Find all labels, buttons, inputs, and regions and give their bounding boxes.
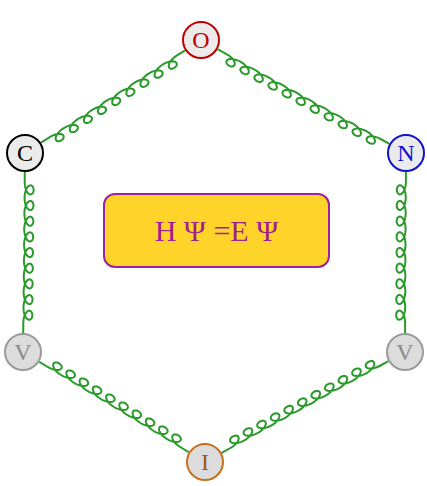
spring-connector	[396, 172, 406, 333]
atom-label: I	[201, 450, 209, 474]
spring-connector	[23, 172, 33, 333]
atom-label: N	[397, 141, 414, 165]
atom-label: V	[14, 340, 31, 364]
atom-circle: V	[4, 333, 42, 371]
spring-connector	[222, 361, 389, 453]
spring-connector	[41, 50, 185, 142]
atom-circle: N	[387, 134, 425, 172]
spring-connector	[218, 49, 390, 144]
atom-circle: V	[386, 333, 424, 371]
spring-connector	[39, 362, 188, 452]
atom-circle: C	[6, 134, 44, 172]
atom-label: C	[17, 141, 33, 165]
atom-label: O	[192, 28, 209, 52]
atom-circle: I	[186, 443, 224, 481]
atom-label: V	[396, 340, 413, 364]
equation-box: H Ψ =E Ψ	[103, 193, 330, 268]
atom-circle: O	[182, 21, 220, 59]
equation-text: H Ψ =E Ψ	[155, 214, 279, 248]
